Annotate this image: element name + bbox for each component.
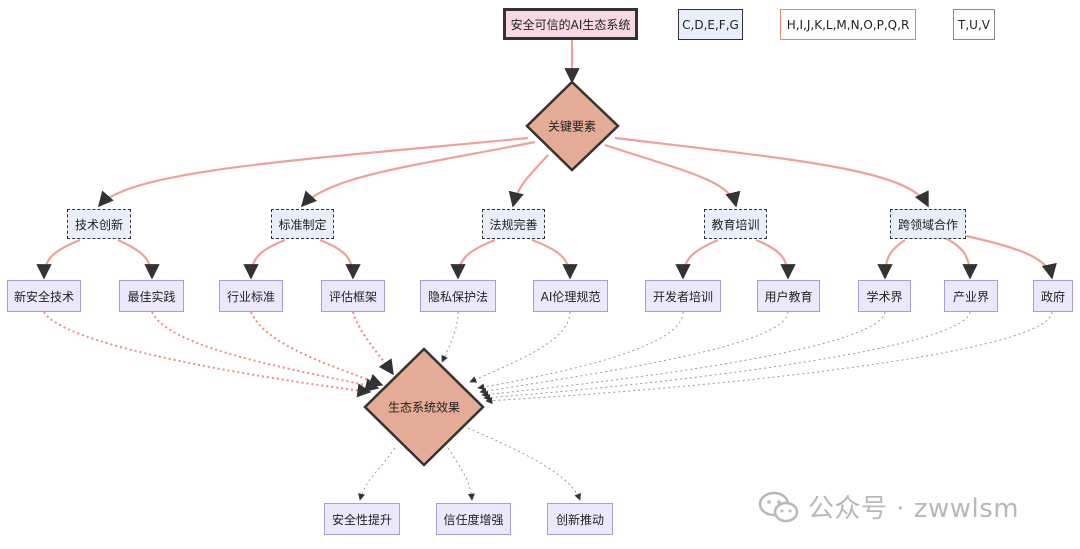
edge-l6-effect [469,311,571,383]
key-elements-label: 关键要素 [547,119,597,134]
leaf-eval-framework: 评估框架 [321,280,385,312]
ecosystem-effect-diamond [363,347,485,467]
edge-key-edu [604,143,741,208]
outcome-innovation: 创新推动 [547,503,613,535]
edge-std-l3 [243,238,286,280]
category-regulation: 法规完善 [482,209,545,239]
leaf-user-education: 用户教育 [757,280,820,312]
leaf-industry-standard: 行业标准 [219,280,283,312]
leaf-dev-training: 开发者培训 [645,280,721,312]
edge-key-law [508,154,549,208]
watermark: 公众号 · zwwlsm [758,488,1019,525]
leaf-industry: 产业界 [944,280,998,312]
edge-edu-l7 [675,238,719,280]
edge-key-std [300,140,536,208]
edge-l3-effect [250,311,384,388]
edge-cross-l11 [965,234,1057,280]
edge-edu-l8 [755,238,796,280]
edge-effect-o2 [447,447,475,501]
category-cross-domain: 跨领域合作 [890,209,966,239]
edge-effect-o3 [467,427,581,501]
outcome-security-up: 安全性提升 [324,503,400,535]
edge-tech-l1 [36,238,81,280]
leaf-government: 政府 [1033,280,1073,312]
leaf-ai-ethics: AI伦理规范 [533,280,608,312]
edge-law-l5 [450,238,496,280]
edge-l4-effect [351,311,394,376]
watermark-text: 公众号 · zwwlsm [808,494,1020,524]
edge-l9-effect [481,311,886,398]
ecosystem-effect-label: 生态系统效果 [387,400,461,415]
category-tech-innovation: 技术创新 [67,209,131,239]
edge-l1-effect [43,311,372,398]
edge-cross-l10 [944,237,978,280]
edge-cross-l9 [877,239,906,280]
leaf-new-security-tech: 新安全技术 [7,280,81,312]
leaf-academia: 学术界 [858,280,911,312]
edge-l11-effect [485,311,1053,405]
edge-key-cross [614,136,929,208]
edge-law-l6 [531,238,578,280]
legend-node-cdefg: C,D,E,F,G [678,9,743,40]
category-education: 教育培训 [704,209,767,239]
outcome-trust-up: 信任度增强 [436,503,511,535]
edge-l10-effect [483,311,971,402]
edge-l5-effect [441,311,459,363]
edge-l2-effect [151,311,380,392]
category-standards: 标准制定 [271,209,334,239]
edge-std-l4 [319,238,361,280]
root-node: 安全可信的AI生态系统 [503,8,638,40]
leaf-best-practice: 最佳实践 [119,280,184,312]
edge-key-tech [97,136,529,208]
wechat-icon [758,491,799,522]
legend-node-tuv: T,U,V [953,9,995,40]
edge-effect-o1 [358,447,396,501]
edge-l8-effect [479,311,789,395]
leaf-privacy-law: 隐私保护法 [420,280,496,312]
edge-l7-effect [477,311,684,391]
key-elements-diamond [525,80,620,172]
edge-tech-l2 [117,238,160,280]
legend-node-h-to-r: H,I,J,K,L,M,N,O,P,Q,R [780,9,916,40]
